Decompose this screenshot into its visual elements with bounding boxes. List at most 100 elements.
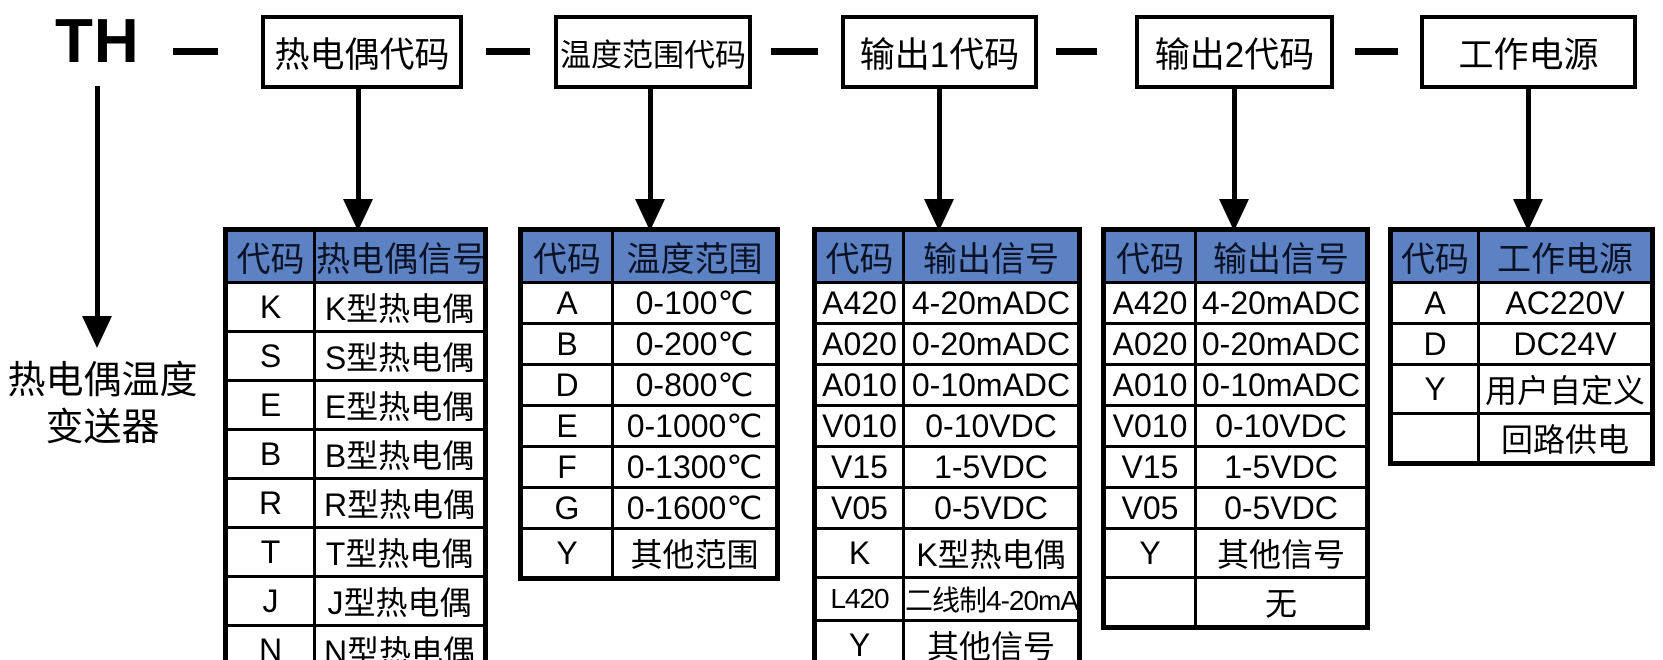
value-cell: 0-20mADC xyxy=(902,322,1081,366)
value-cell: 0-1600℃ xyxy=(611,486,779,530)
value-cell: 无 xyxy=(1194,576,1369,629)
value-cell: AC220V xyxy=(1477,281,1654,325)
table-row: Y 其他范围 xyxy=(519,527,779,580)
arrow-down-icon xyxy=(1219,199,1249,231)
code-cell: B xyxy=(519,322,614,366)
separator-line xyxy=(1056,48,1097,55)
table-row: D 0-800℃ xyxy=(519,363,779,407)
arrow-down-icon xyxy=(924,199,954,231)
table-row: J J型热电偶 xyxy=(224,575,487,627)
header-code: 代码 xyxy=(1389,228,1480,284)
value-cell: 用户自定义 xyxy=(1477,363,1654,415)
table-row: 回路供电 xyxy=(1389,412,1654,465)
value-cell: 0-200℃ xyxy=(611,322,779,366)
table-row: D DC24V xyxy=(1389,322,1654,366)
code-cell: Y xyxy=(813,619,905,660)
table-row: K K型热电偶 xyxy=(813,527,1081,579)
code-cell: A xyxy=(1389,281,1480,325)
table-row: V05 0-5VDC xyxy=(813,486,1081,530)
table-row: K K型热电偶 xyxy=(224,281,487,333)
output2-code-box: 输出2代码 xyxy=(1135,15,1334,89)
temperature-range-code-box: 温度范围代码 xyxy=(554,15,752,89)
code-cell: V15 xyxy=(813,445,905,489)
value-cell: 0-800℃ xyxy=(611,363,779,407)
table-row: T T型热电偶 xyxy=(224,526,487,578)
code-cell: Y xyxy=(519,527,614,580)
thermocouple-code-box: 热电偶代码 xyxy=(261,15,463,89)
arrow-down-icon xyxy=(343,199,373,231)
value-cell: 0-100℃ xyxy=(611,281,779,325)
code-cell: A420 xyxy=(1102,281,1197,325)
code-cell: R xyxy=(224,477,316,529)
code-cell: E xyxy=(519,404,614,448)
value-cell: 0-10mADC xyxy=(902,363,1081,407)
code-cell: D xyxy=(519,363,614,407)
table-row: B B型热电偶 xyxy=(224,428,487,480)
value-cell: 1-5VDC xyxy=(902,445,1081,489)
value-cell: J型热电偶 xyxy=(313,575,487,627)
table-row: B 0-200℃ xyxy=(519,322,779,366)
table-row: F 0-1300℃ xyxy=(519,445,779,489)
table-row: V010 0-10VDC xyxy=(813,404,1081,448)
value-cell: 其他信号 xyxy=(1194,527,1369,579)
table-row: L420 二线制4-20mA xyxy=(813,576,1081,622)
value-cell: 0-10VDC xyxy=(1194,404,1369,448)
code-cell: E xyxy=(224,379,316,431)
header-code: 代码 xyxy=(1102,228,1197,284)
code-cell: A020 xyxy=(813,322,905,366)
power-supply-table: 代码 工作电源 A AC220V D DC24V Y 用户自定义 xyxy=(1388,227,1655,466)
box-label: 温度范围代码 xyxy=(560,37,746,73)
table-row: A010 0-10mADC xyxy=(1102,363,1369,407)
arrow-down-icon xyxy=(1513,199,1543,231)
table-row: G 0-1600℃ xyxy=(519,486,779,530)
table-header-row: 代码 输出信号 xyxy=(813,228,1081,284)
code-cell: K xyxy=(224,281,316,333)
value-cell: 4-20mADC xyxy=(902,281,1081,325)
output1-code-box: 输出1代码 xyxy=(841,15,1038,89)
separator-line xyxy=(1355,48,1398,55)
value-cell: 0-10VDC xyxy=(902,404,1081,448)
table-row: A AC220V xyxy=(1389,281,1654,325)
table-row: A 0-100℃ xyxy=(519,281,779,325)
code-cell: N xyxy=(224,624,316,660)
code-cell: A xyxy=(519,281,614,325)
value-cell: B型热电偶 xyxy=(313,428,487,480)
value-cell: 0-1000℃ xyxy=(611,404,779,448)
separator-line xyxy=(486,48,530,55)
table-row: V15 1-5VDC xyxy=(1102,445,1369,489)
box-label: 输出1代码 xyxy=(859,35,1020,75)
table-row: A020 0-20mADC xyxy=(1102,322,1369,366)
value-cell: 0-5VDC xyxy=(1194,486,1369,530)
code-cell: A010 xyxy=(813,363,905,407)
box-label: 热电偶代码 xyxy=(274,35,450,75)
power-supply-code-box: 工作电源 xyxy=(1420,15,1637,89)
connector-line xyxy=(356,89,361,201)
arrow-down-icon xyxy=(82,316,112,348)
code-cell: V010 xyxy=(1102,404,1197,448)
table-row: V15 1-5VDC xyxy=(813,445,1081,489)
separator-line xyxy=(771,48,818,55)
header-code: 代码 xyxy=(224,228,316,284)
code-cell: V05 xyxy=(1102,486,1197,530)
table-row: V010 0-10VDC xyxy=(1102,404,1369,448)
code-cell: B xyxy=(224,428,316,480)
table-row: A010 0-10mADC xyxy=(813,363,1081,407)
code-cell: S xyxy=(224,330,316,382)
connector-line xyxy=(937,89,942,201)
output2-table: 代码 输出信号 A420 4-20mADC A020 0-20mADC A010… xyxy=(1101,227,1370,630)
product-connector-line xyxy=(95,86,100,318)
value-cell: 0-20mADC xyxy=(1194,322,1369,366)
code-cell xyxy=(1102,576,1197,629)
code-cell: L420 xyxy=(813,576,905,622)
header-code: 代码 xyxy=(519,228,614,284)
value-cell: 其他范围 xyxy=(611,527,779,580)
code-cell: K xyxy=(813,527,905,579)
table-header-row: 代码 输出信号 xyxy=(1102,228,1369,284)
value-cell: S型热电偶 xyxy=(313,330,487,382)
product-name-line1: 热电偶温度 xyxy=(7,360,198,402)
table-row: A420 4-20mADC xyxy=(813,281,1081,325)
value-cell: 1-5VDC xyxy=(1194,445,1369,489)
code-cell: T xyxy=(224,526,316,578)
header-value: 输出信号 xyxy=(1194,228,1369,284)
